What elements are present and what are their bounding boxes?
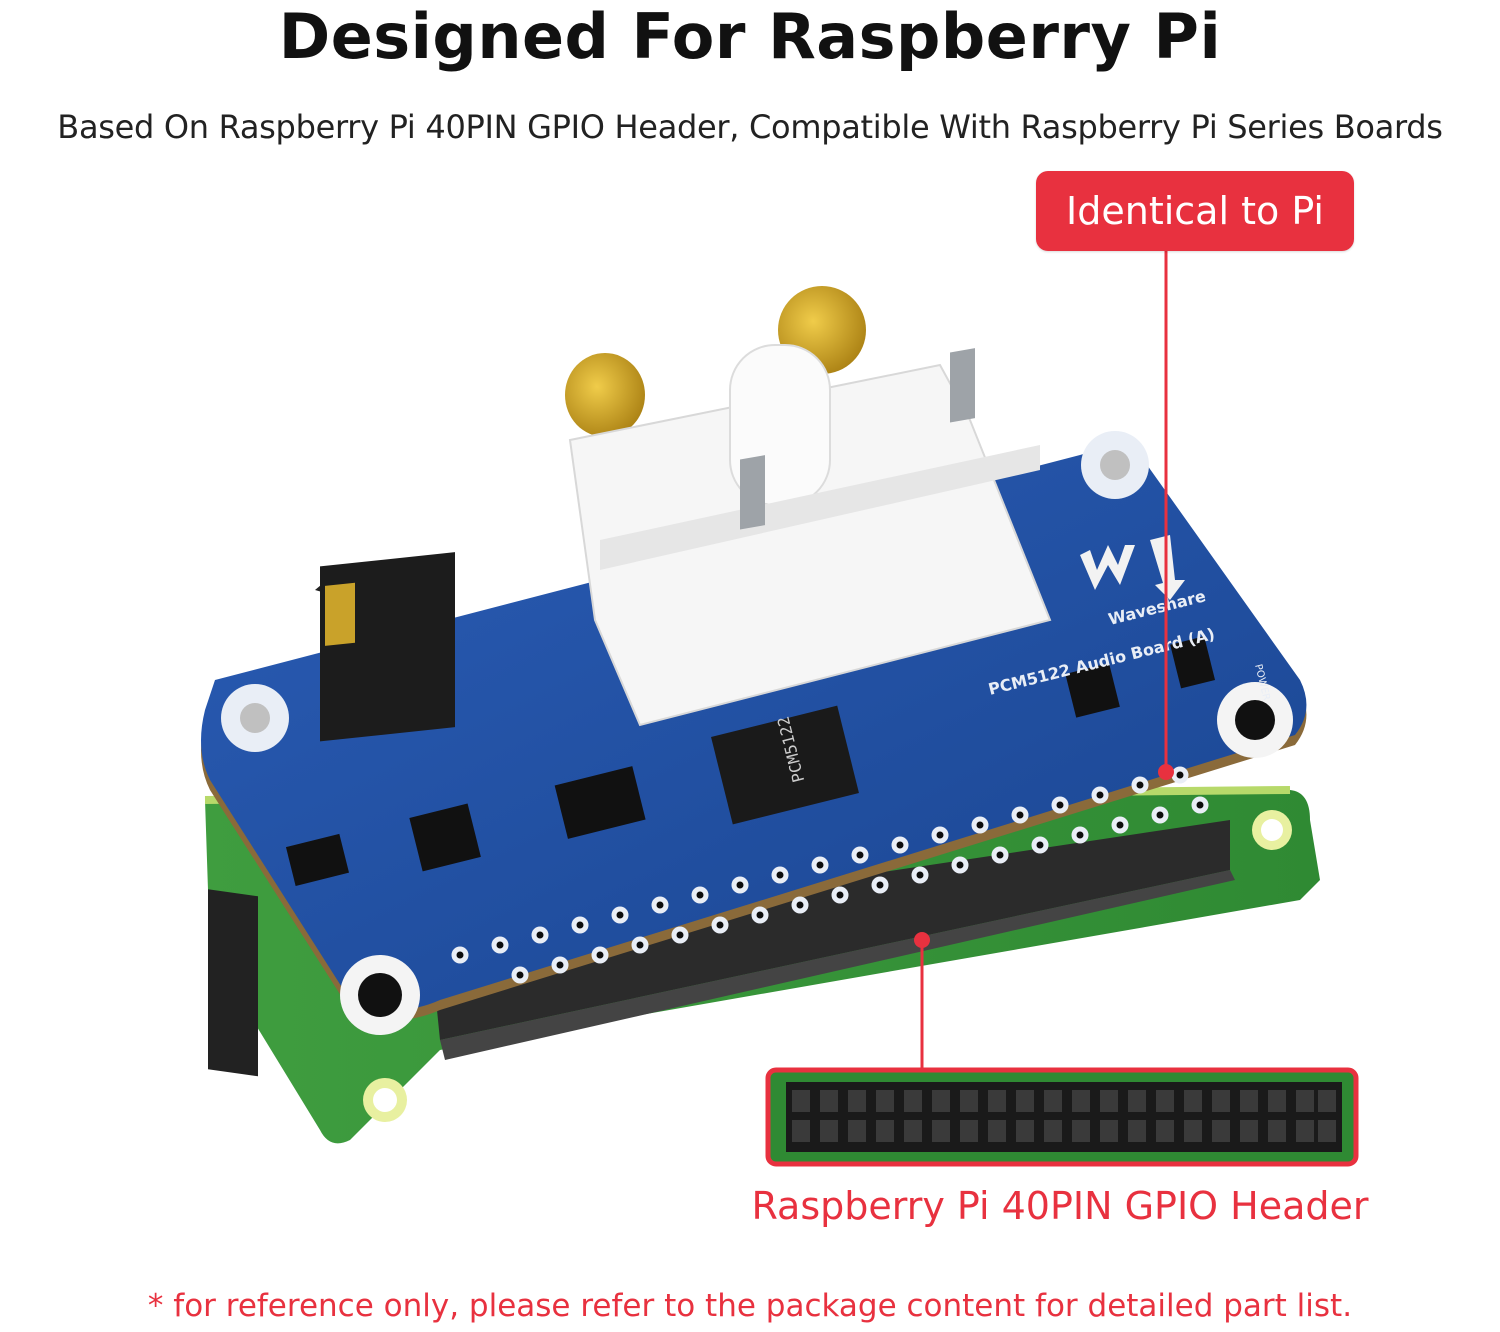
gpio-header-zoom <box>765 1067 1359 1167</box>
rca-connector-block <box>565 286 1052 727</box>
reference-footnote: * for reference only, please refer to th… <box>147 1288 1353 1324</box>
page-subtitle: Based On Raspberry Pi 40PIN GPIO Header,… <box>57 108 1443 146</box>
identical-to-pi-callout: Identical to Pi <box>1036 171 1354 251</box>
gpio-header-stack <box>430 820 1235 1060</box>
gpio-header-caption: Raspberry Pi 40PIN GPIO Header <box>751 1184 1369 1228</box>
page-title: Designed For Raspberry Pi <box>278 0 1222 73</box>
audio-jack <box>315 552 455 742</box>
audio-hat-board: PCM5122 Waveshare PCM5122 Audio Board (A… <box>201 286 1307 1035</box>
header-callout-dot <box>914 932 930 948</box>
callout-dot <box>1158 764 1174 780</box>
